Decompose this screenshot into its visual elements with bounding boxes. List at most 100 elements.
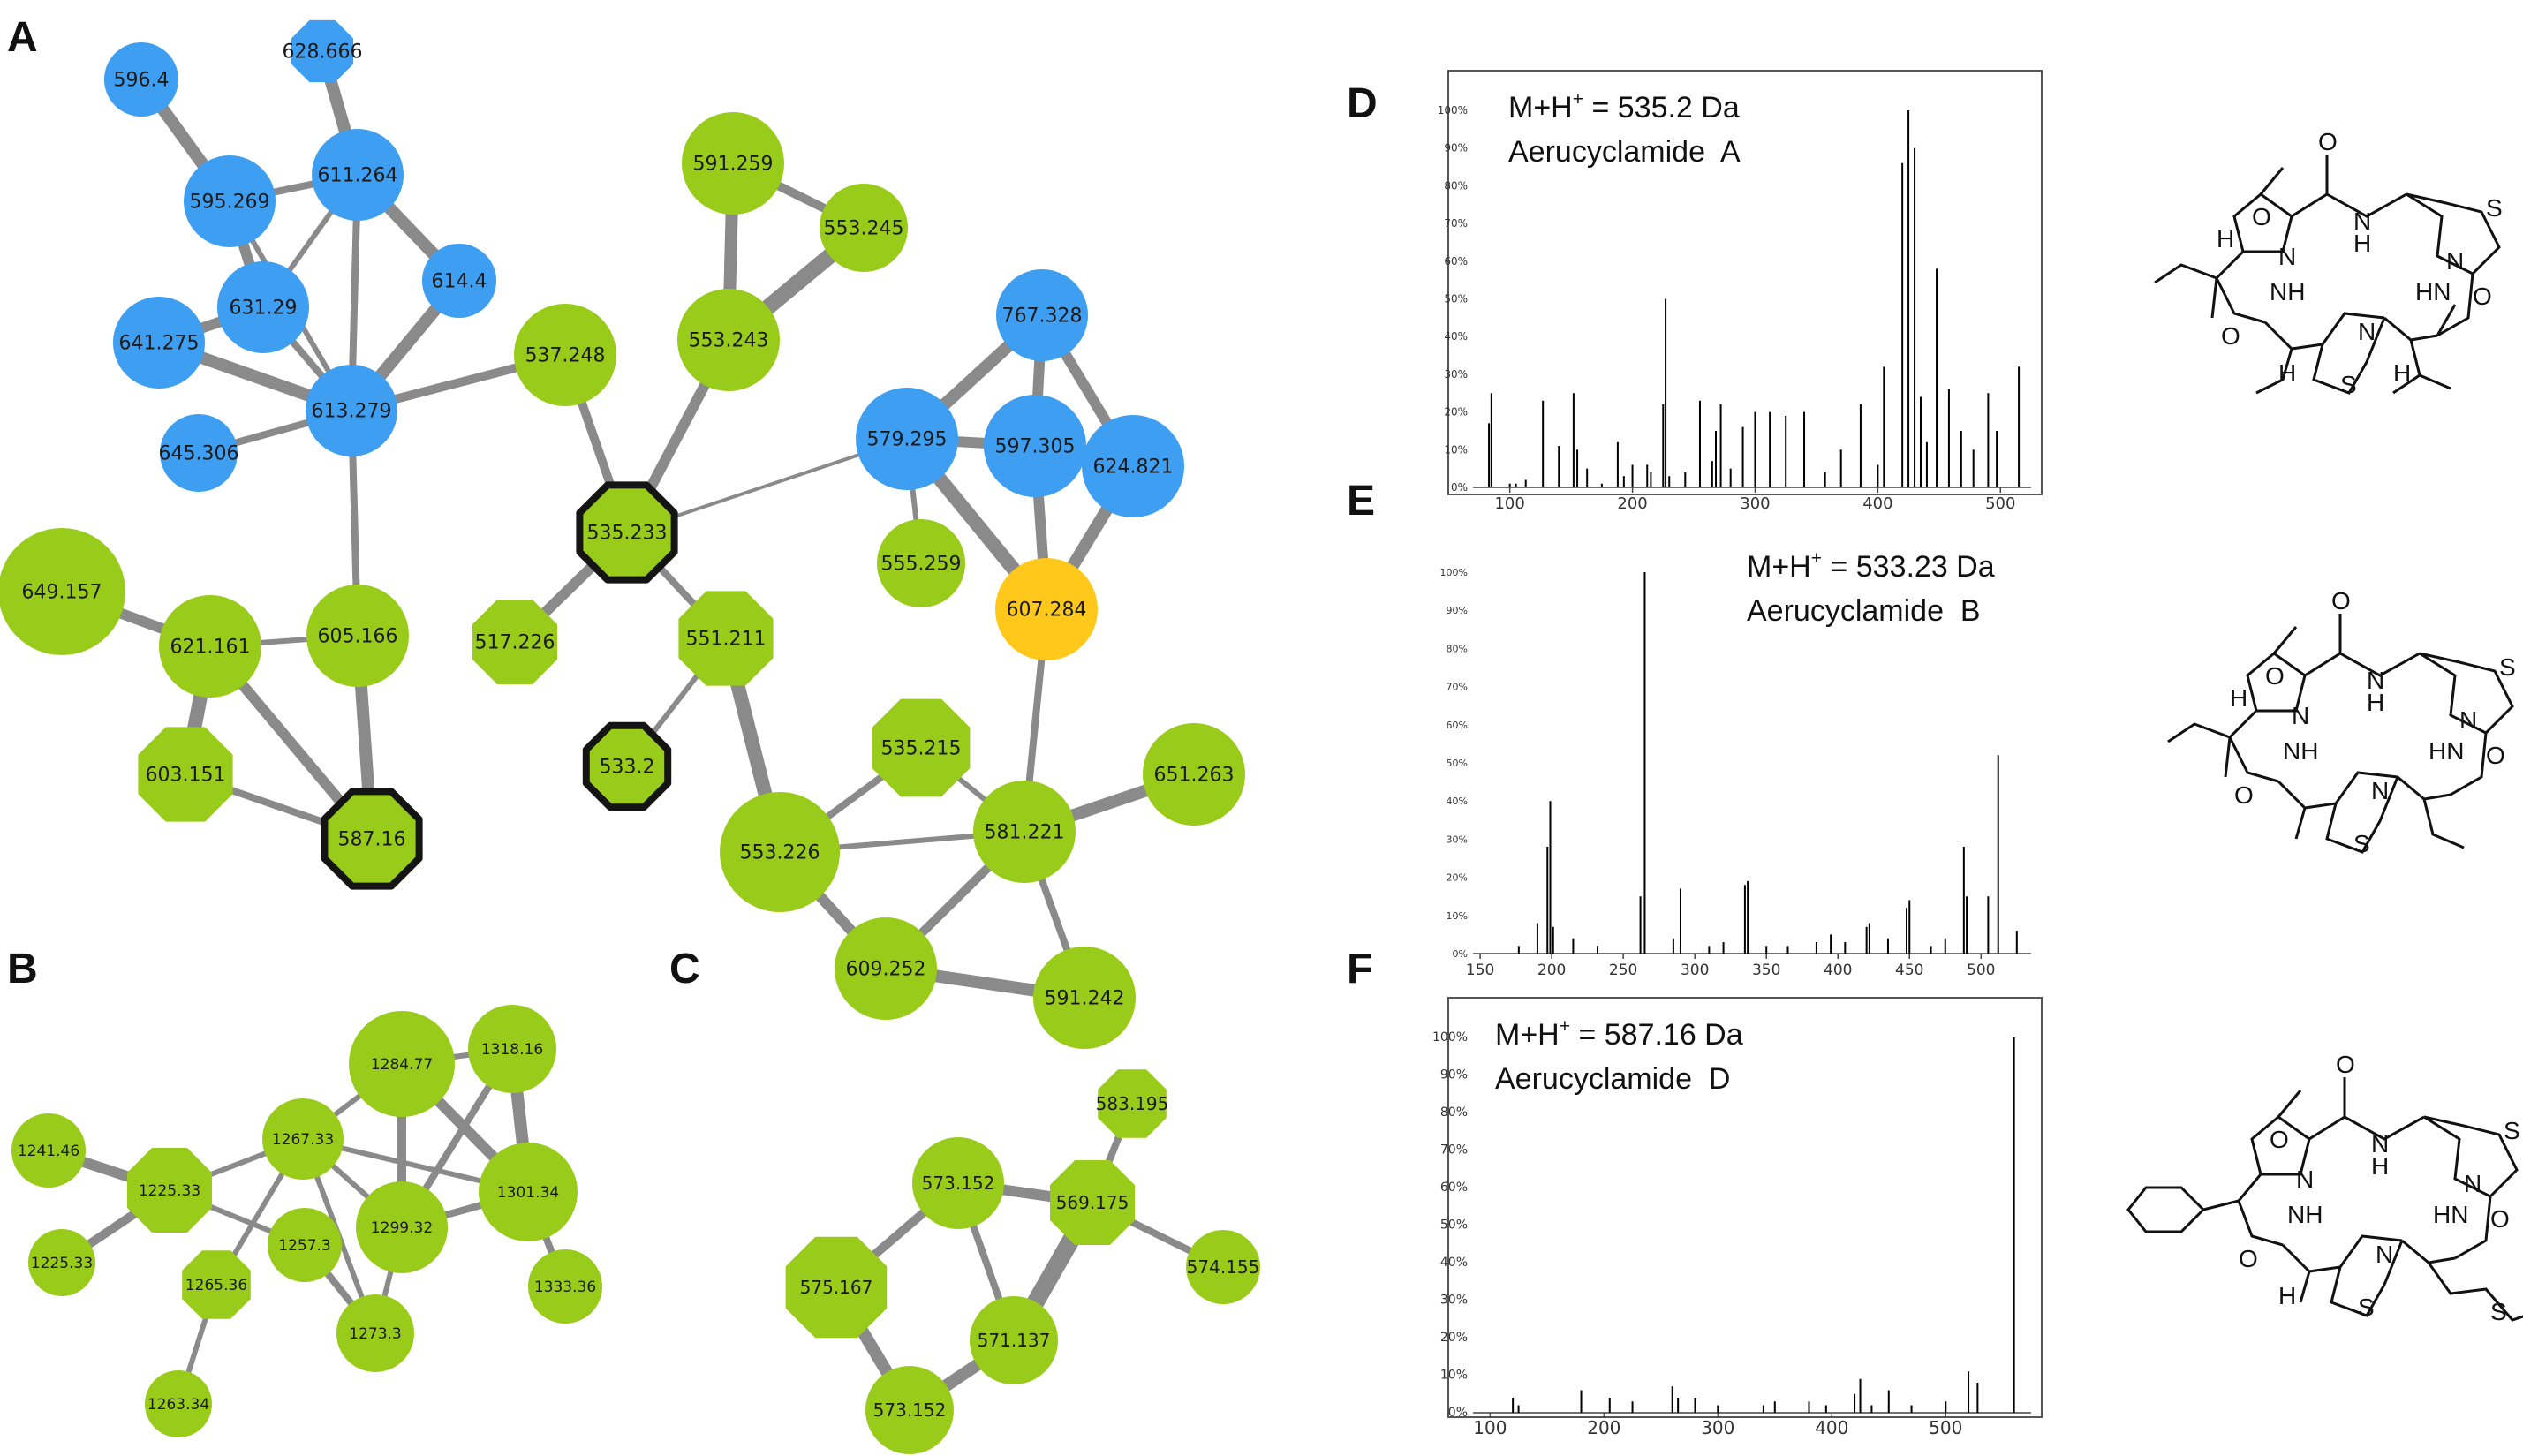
network-node-label: 1318.16 <box>481 1041 543 1059</box>
network-node-label: 603.151 <box>146 765 226 787</box>
network-node-label: 614.4 <box>432 271 487 293</box>
svg-text:H: H <box>2230 684 2247 712</box>
network-node-label: 651.263 <box>1154 765 1235 787</box>
network-node-587-16: 587.16 <box>321 788 423 890</box>
spectrum-x-tick-label: 400 <box>1815 1417 1848 1438</box>
network-node-label: 553.243 <box>689 330 769 352</box>
network-node-shape <box>877 519 965 607</box>
svg-text:N: N <box>2367 667 2384 694</box>
panel-label-e: E <box>1347 478 1375 524</box>
svg-text:O: O <box>2265 662 2285 690</box>
spectrum-y-tick-label: 70% <box>1440 1143 1468 1158</box>
network-node-label: 537.248 <box>525 345 606 367</box>
spectrum-f-frame <box>1447 997 2043 1418</box>
spectrum-y-tick-label: 10% <box>1444 443 1468 456</box>
network-node-569-175: 569.175 <box>1050 1160 1135 1245</box>
network-node-label: 611.264 <box>318 165 398 187</box>
network-node-shape <box>306 585 409 687</box>
spectrum-e: M+H+ = 533.23 Da Aerucyclamide B 0%10%20… <box>1440 548 2031 979</box>
svg-text:S: S <box>2353 830 2370 857</box>
network-node-label: 1225.33 <box>139 1182 200 1200</box>
network-node-1257-3: 1257.3 <box>268 1208 342 1282</box>
network-node-shape <box>973 781 1076 883</box>
spectrum-x-tick-label: 300 <box>1740 494 1770 513</box>
network-node-shape <box>422 244 496 318</box>
network-node-shape <box>336 1294 414 1372</box>
network-node-shape <box>912 1137 1004 1229</box>
svg-text:H: H <box>2371 1152 2389 1180</box>
svg-text:HN: HN <box>2429 737 2464 765</box>
spectrum-f-mass: M+H+ = 587.16 Da <box>1495 1016 1743 1052</box>
network-node-535-215: 535.215 <box>872 698 971 797</box>
spectrum-y-tick-label: 60% <box>1447 720 1468 731</box>
spectrum-y-tick-label: 0% <box>1448 1406 1468 1420</box>
network-node-641-275: 641.275 <box>113 297 205 389</box>
network-node-1301-34: 1301.34 <box>479 1143 578 1241</box>
network-node-label: 607.284 <box>1007 600 1087 622</box>
spectrum-x-tick-label: 250 <box>1609 962 1637 979</box>
network-node-shape <box>1186 1230 1260 1304</box>
svg-text:N: N <box>2358 318 2376 345</box>
network-node-583-195: 583.195 <box>1096 1069 1168 1138</box>
network-node-597-305: 597.305 <box>984 395 1086 497</box>
network-node-649-157: 649.157 <box>0 528 125 655</box>
network-node-767-328: 767.328 <box>996 269 1088 361</box>
network-node-shape <box>1143 723 1245 826</box>
network-node-shape <box>996 269 1088 361</box>
spectrum-y-tick-label: 20% <box>1447 872 1468 884</box>
molecular-network-a: 596.4628.666611.264595.269631.29614.4641… <box>0 19 1245 1049</box>
svg-text:NH: NH <box>2283 737 2318 765</box>
network-node-label: 573.152 <box>873 1399 947 1421</box>
network-node-label: 621.161 <box>170 637 251 659</box>
network-node-shape <box>182 1250 251 1319</box>
svg-text:O: O <box>2473 283 2492 310</box>
network-node-shape <box>138 727 233 822</box>
spectrum-y-tick-label: 90% <box>1444 142 1468 155</box>
network-node-label: 631.29 <box>230 298 298 320</box>
spectrum-d: M+H+ = 535.2 Da Aerucyclamide A 0%10%20%… <box>1438 70 2043 513</box>
network-node-1265-36: 1265.36 <box>182 1250 251 1319</box>
network-node-shape <box>217 261 309 353</box>
network-node-label: 573.152 <box>922 1173 995 1194</box>
svg-text:HN: HN <box>2433 1201 2468 1228</box>
spectrum-y-tick-label: 70% <box>1444 217 1468 230</box>
network-node-573-152: 573.152 <box>912 1137 1004 1229</box>
network-node-shape <box>321 788 423 890</box>
spectrum-y-tick-label: 80% <box>1440 1105 1468 1120</box>
network-node-label: 1273.3 <box>349 1325 401 1343</box>
spectrum-x-tick-label: 200 <box>1587 1417 1620 1438</box>
svg-text:O: O <box>2490 1205 2510 1233</box>
spectrum-y-tick-label: 50% <box>1447 758 1468 769</box>
svg-text:N: N <box>2371 777 2389 804</box>
network-node-shape <box>28 1229 95 1296</box>
network-node-609-252: 609.252 <box>835 917 937 1020</box>
network-node-621-161: 621.161 <box>159 595 261 698</box>
network-node-535-233: 535.233 <box>576 481 678 584</box>
network-node-shape <box>720 792 840 912</box>
svg-text:N: N <box>2292 702 2309 729</box>
svg-text:N: N <box>2371 1130 2389 1158</box>
svg-text:N: N <box>2464 1170 2481 1197</box>
spectrum-y-tick-label: 0% <box>1451 481 1468 494</box>
network-node-shape <box>356 1181 448 1273</box>
network-node-label: 517.226 <box>475 632 555 654</box>
svg-text:HN: HN <box>2415 278 2451 306</box>
network-b-nodes: 1241.461225.331225.331267.331284.771318.… <box>11 1005 602 1437</box>
network-node-label: 587.16 <box>338 829 406 851</box>
spectrum-y-tick-label: 60% <box>1444 255 1468 268</box>
network-node-shape <box>785 1236 888 1339</box>
network-node-shape <box>1050 1160 1135 1245</box>
network-node-shape <box>145 1370 212 1437</box>
svg-text:N: N <box>2296 1166 2314 1193</box>
spectrum-f: M+H+ = 587.16 Da Aerucyclamide D 0%10%20… <box>1432 997 2043 1438</box>
spectrum-y-tick-label: 50% <box>1440 1218 1468 1233</box>
spectrum-x-tick-label: 200 <box>1617 494 1647 513</box>
svg-text:O: O <box>2239 1245 2258 1272</box>
network-node-613-279: 613.279 <box>306 365 397 456</box>
network-node-571-137: 571.137 <box>970 1296 1058 1384</box>
spectrum-y-tick-label: 30% <box>1444 368 1468 381</box>
svg-text:H: H <box>2217 225 2234 253</box>
spectrum-y-tick-label: 10% <box>1440 1369 1468 1383</box>
network-node-label: 596.4 <box>114 70 170 92</box>
